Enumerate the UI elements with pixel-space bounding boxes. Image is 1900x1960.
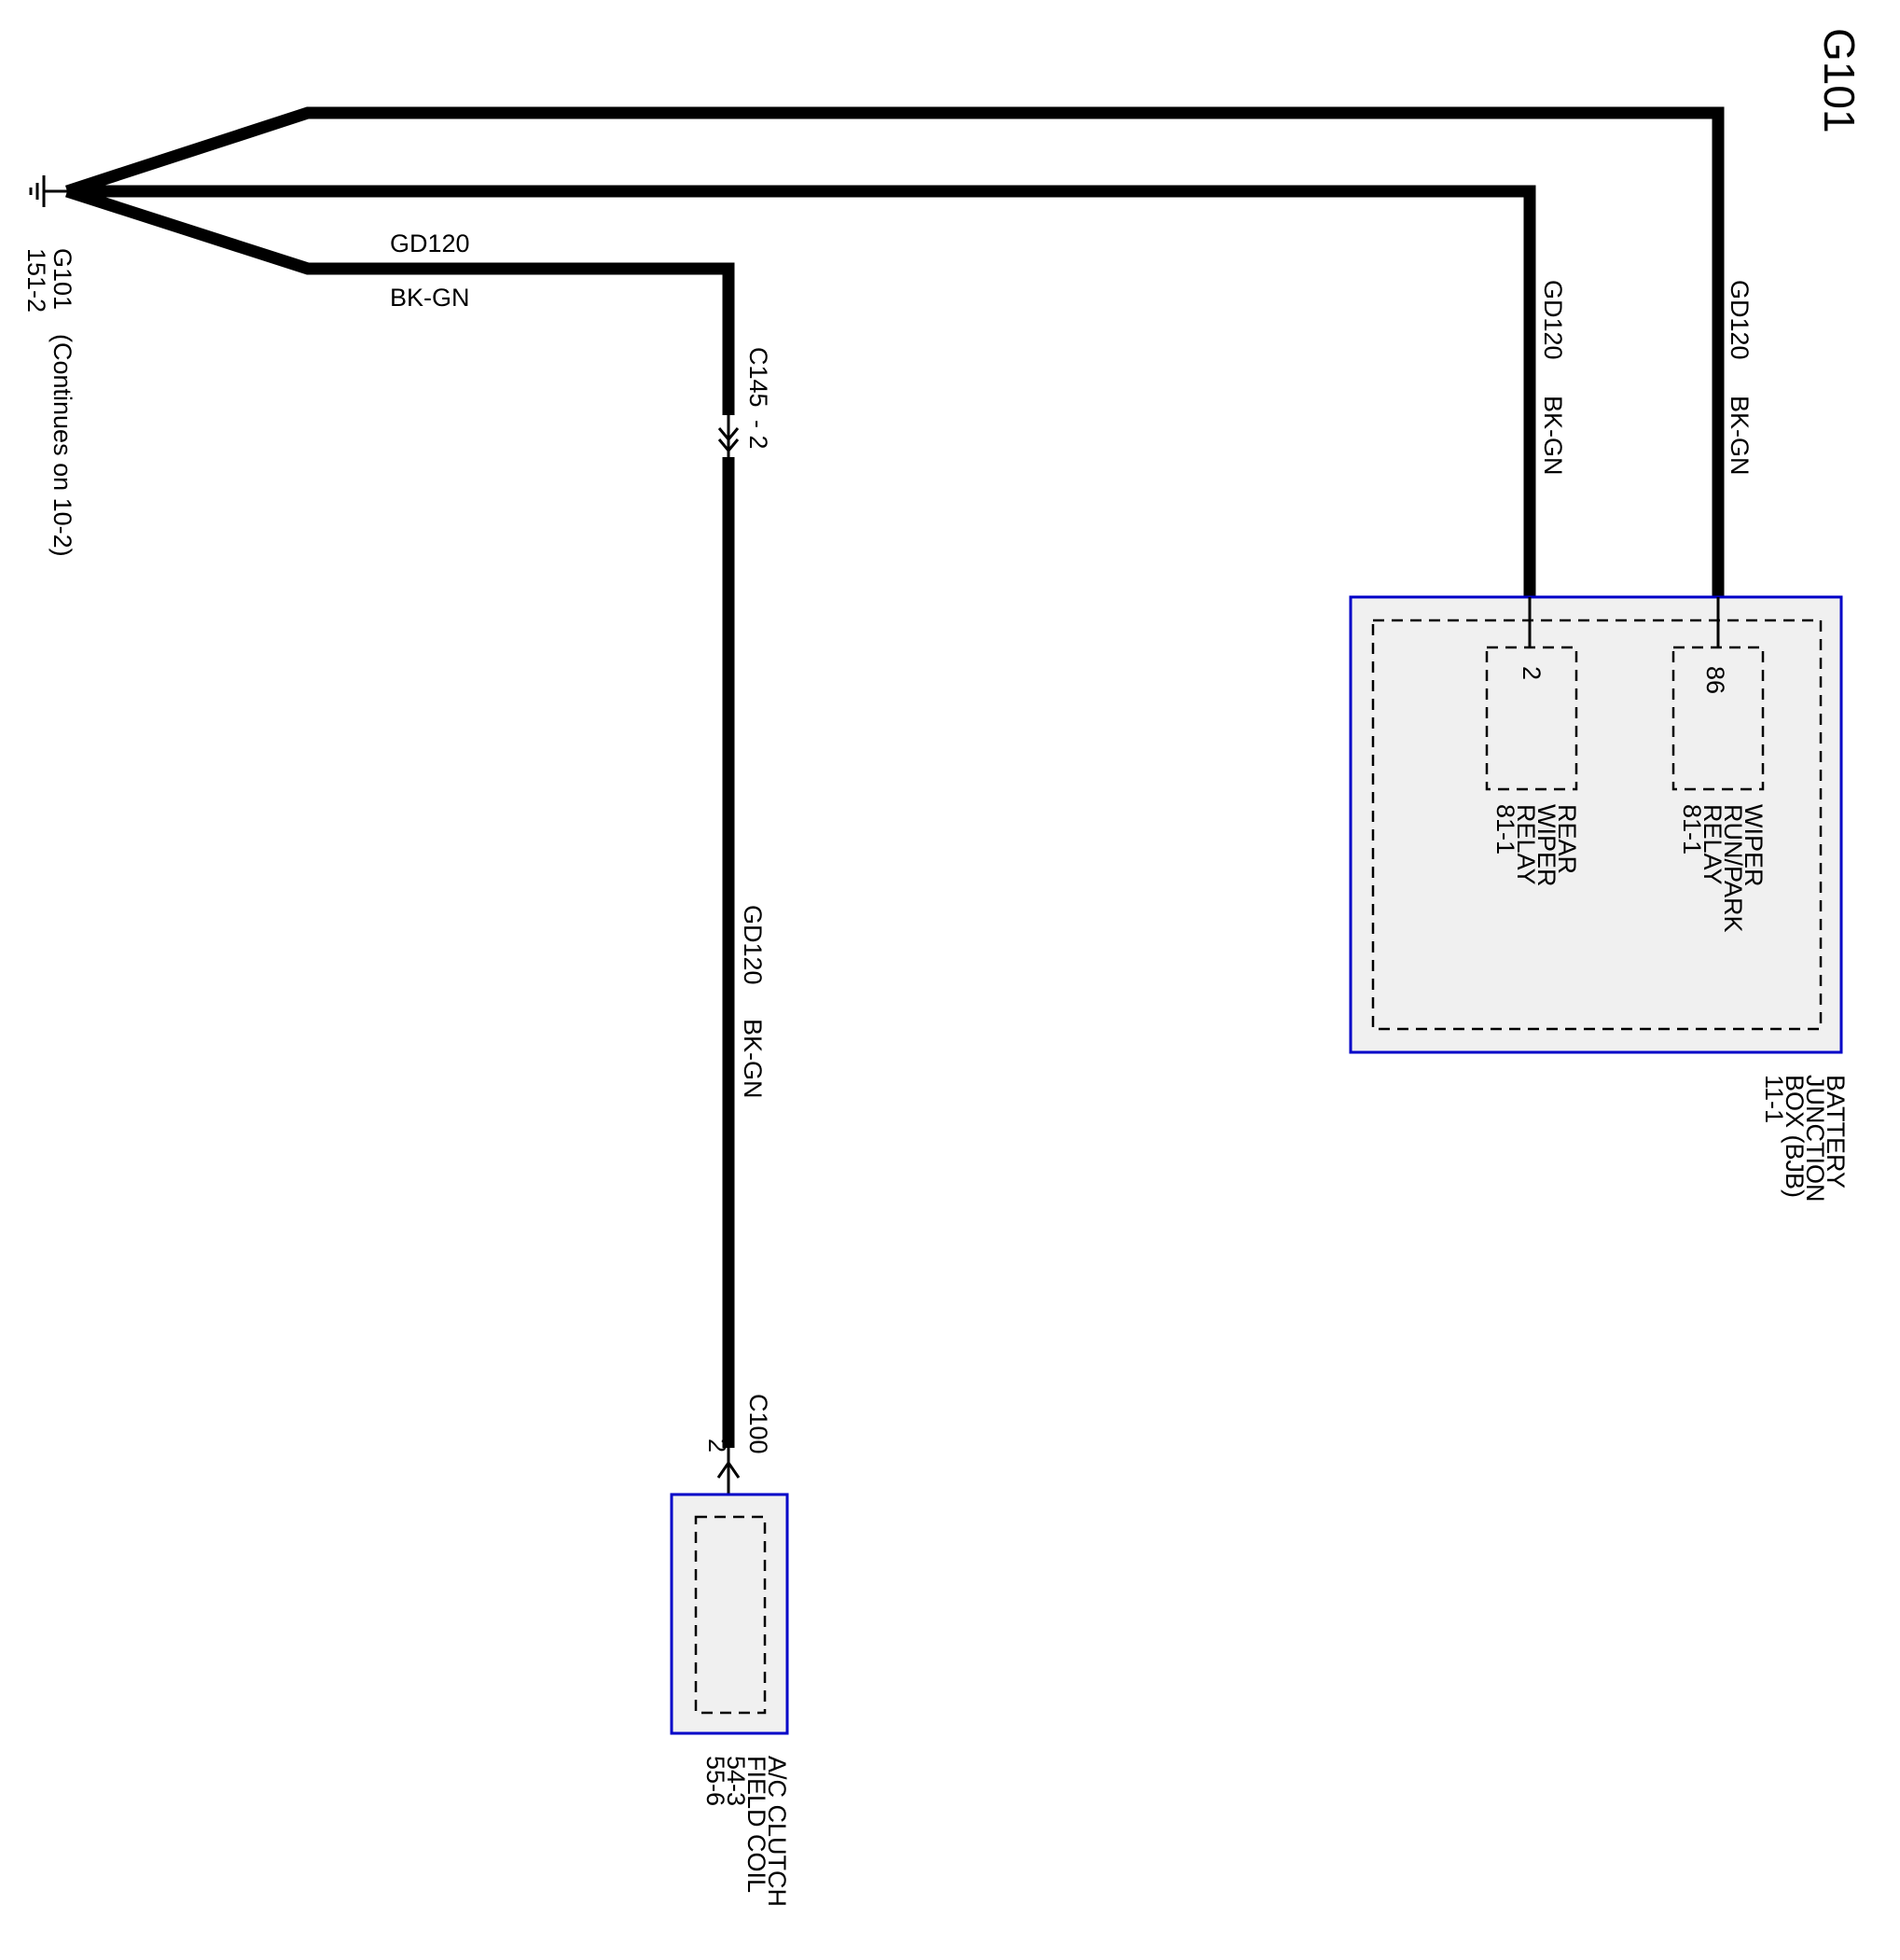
ground-ref: 151-2 [22, 248, 50, 313]
svg-text:JUNCTION: JUNCTION [1801, 1075, 1829, 1202]
diagram-title: G101 [1815, 28, 1864, 133]
wire-vertical-left-color-label: BK-GN [739, 1019, 767, 1099]
connector-c145-icon [717, 415, 740, 457]
svg-text:RELAY: RELAY [1699, 804, 1727, 885]
ac-clutch-field-coil [670, 1493, 789, 1735]
wire-rear-wiper-color-label: BK-GN [1539, 396, 1567, 476]
svg-text:81-1: 81-1 [1491, 804, 1519, 855]
svg-text:54-3: 54-3 [722, 1756, 750, 1806]
wire-runpark-circuit-label: GD120 [1726, 280, 1754, 360]
connector-c100-label: C100 [744, 1394, 772, 1454]
ground-note: (Continues on 10-2) [49, 334, 76, 557]
wire-lower-color-label: BK-GN [390, 284, 470, 312]
wire-vertical-left-circuit-label: GD120 [739, 905, 767, 985]
wire-middle-to-rear-wiper [67, 185, 1536, 597]
svg-text:WIPER: WIPER [1740, 804, 1768, 887]
svg-text:81-1: 81-1 [1678, 804, 1706, 855]
svg-text:WIPER: WIPER [1532, 804, 1560, 887]
rear-wiper-relay-label: REAR WIPER RELAY 81-1 [1491, 804, 1581, 887]
wire-lower-to-ac-clutch [65, 185, 735, 415]
wire-runpark-color-label: BK-GN [1726, 396, 1754, 476]
svg-text:BATTERY: BATTERY [1822, 1075, 1850, 1189]
connector-c100-pin: 2 [703, 1439, 731, 1453]
svg-text:A/C CLUTCH: A/C CLUTCH [763, 1756, 791, 1907]
wiper-runpark-relay-label: WIPER RUN/PARK RELAY 81-1 [1678, 804, 1768, 933]
wire-upper-to-wiper-runpark [64, 106, 1725, 597]
svg-text:FIELD COIL: FIELD COIL [742, 1756, 770, 1893]
connector-c145-pin: - 2 [744, 420, 772, 450]
battery-junction-box [1349, 595, 1843, 1054]
svg-text:11-1: 11-1 [1760, 1075, 1788, 1123]
ground-id: G101 [49, 248, 76, 310]
wire-lower-circuit-label: GD120 [390, 229, 470, 257]
ground-icon [29, 175, 67, 207]
svg-text:BOX (BJB): BOX (BJB) [1781, 1075, 1809, 1198]
battery-junction-box-label: BATTERY JUNCTION BOX (BJB) 11-1 [1760, 1075, 1850, 1202]
svg-text:55-6: 55-6 [701, 1756, 729, 1806]
svg-text:REAR: REAR [1553, 804, 1581, 874]
wiper-runpark-relay-pin: 86 [1701, 666, 1729, 694]
rear-wiper-relay-pin: 2 [1518, 666, 1546, 680]
svg-text:RUN/PARK: RUN/PARK [1719, 804, 1747, 933]
connector-c145-label: C145 [744, 347, 772, 408]
ac-clutch-field-coil-label: A/C CLUTCH FIELD COIL 54-3 55-6 [701, 1756, 791, 1907]
wire-rear-wiper-circuit-label: GD120 [1539, 280, 1567, 360]
svg-text:RELAY: RELAY [1512, 804, 1540, 885]
